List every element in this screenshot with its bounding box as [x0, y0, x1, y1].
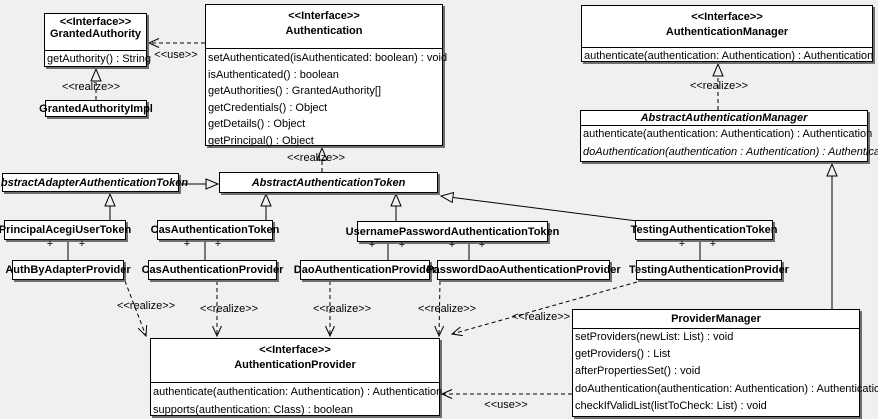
methods-compartment: setProviders(newList: List) : void getPr… — [573, 328, 878, 415]
class-abstract-authentication-token[interactable]: AbstractAuthenticationToken — [219, 172, 438, 193]
class-cas-authentication-token[interactable]: CasAuthenticationToken — [151, 220, 279, 240]
method: getAuthorities() : GrantedAuthority[] — [208, 85, 382, 97]
method: authenticate(authentication: Authenticat… — [584, 50, 874, 62]
association-end-plus: + — [183, 238, 191, 250]
methods-compartment: authenticate(authentication: Authenticat… — [582, 47, 874, 65]
class-name: CasAuthenticationToken — [150, 224, 280, 236]
method: afterPropertiesSet() : void — [575, 365, 701, 378]
class-header: ProviderManager — [573, 310, 859, 328]
method: authenticate(authentication: Authenticat… — [153, 386, 443, 398]
stereotype-label: <<Interface>> — [259, 344, 331, 356]
realize-label: <<realize>> — [199, 303, 259, 315]
association-end-plus: + — [368, 239, 376, 251]
edge-generalization-testingtoken-abstracttoken[interactable] — [441, 196, 638, 222]
realize-label: <<realize>> — [689, 80, 749, 92]
realize-label: <<realize>> — [61, 81, 121, 93]
class-name: CasAuthenticationProvider — [141, 264, 284, 276]
class-name: GrantedAuthority — [49, 28, 142, 40]
class-name: TestingAuthenticationProvider — [629, 264, 789, 276]
class-testing-authentication-provider[interactable]: TestingAuthenticationProvider — [629, 260, 789, 280]
method: getCredentials() : Object — [208, 101, 328, 114]
association-end-plus: + — [214, 238, 222, 250]
class-abstract-adapter-authentication-token[interactable]: AbstractAdapterAuthenticationToken — [0, 173, 188, 192]
realize-label: <<realize>> — [511, 311, 571, 323]
class-testing-authentication-token[interactable]: TestingAuthenticationToken — [631, 220, 777, 240]
class-authentication[interactable]: <<Interface>> Authentication setAuthenti… — [205, 4, 448, 149]
class-auth-by-adapter-provider[interactable]: AuthByAdapterProvider — [5, 260, 131, 280]
use-label: <<use>> — [154, 49, 198, 61]
realize-label: <<realize>> — [312, 303, 372, 315]
association-end-plus: + — [46, 238, 54, 250]
class-header: AbstractAuthenticationManager — [581, 111, 867, 125]
methods-compartment: setAuthenticated(isAuthenticated: boolea… — [206, 48, 448, 149]
edge-realize-passworddaoprovider[interactable] — [439, 280, 440, 336]
class-name: UsernamePasswordAuthenticationToken — [345, 225, 560, 238]
class-cas-authentication-provider[interactable]: CasAuthenticationProvider — [142, 260, 283, 280]
class-header: <<Interface>> Authentication — [206, 5, 442, 48]
association-end-plus: + — [398, 239, 406, 251]
class-name: PasswordDaoAuthenticationProvider — [426, 264, 621, 276]
method: authenticate(authentication: Authenticat… — [583, 128, 873, 140]
stereotype-label: <<Interface>> — [288, 10, 360, 22]
method: setAuthenticated(isAuthenticated: boolea… — [208, 52, 448, 64]
class-name: TestingAuthenticationToken — [630, 224, 778, 236]
class-name: AbstractAuthenticationManager — [640, 112, 808, 124]
class-granted-authority-impl[interactable]: GrantedAuthorityImpl — [39, 100, 153, 117]
method: doAuthentication(authentication: Authent… — [575, 382, 878, 395]
stereotype-label: <<Interface>> — [691, 11, 763, 23]
class-name: AuthenticationManager — [665, 26, 789, 38]
methods-compartment: getAuthority() : String — [45, 50, 151, 67]
method: getAuthority() : String — [47, 53, 151, 65]
class-dao-authentication-provider[interactable]: DaoAuthenticationProvider — [294, 260, 436, 280]
class-password-dao-authentication-provider[interactable]: PasswordDaoAuthenticationProvider — [426, 260, 621, 280]
method: supports(authentication: Class) : boolea… — [153, 404, 353, 416]
class-name: PrincipalAcegiUserToken — [0, 224, 132, 236]
class-name: AbstractAuthenticationToken — [251, 176, 406, 189]
method: checkIfValidList(listToCheck: List) : vo… — [575, 399, 767, 412]
realize-label: <<realize>> — [116, 300, 176, 312]
stereotype-label: <<Interface>> — [59, 16, 132, 28]
method: getProviders() : List — [575, 348, 671, 361]
class-provider-manager[interactable]: ProviderManager setProviders(newList: Li… — [572, 309, 878, 417]
method: getDetails() : Object — [208, 118, 306, 130]
class-authentication-provider[interactable]: <<Interface>> AuthenticationProvider aut… — [150, 338, 443, 419]
class-principal-acegi-user-token[interactable]: PrincipalAcegiUserToken — [0, 220, 131, 240]
class-name: ProviderManager — [671, 313, 761, 325]
method: isAuthenticated() : boolean — [208, 68, 339, 81]
association-end-plus: + — [709, 238, 717, 250]
class-granted-authority[interactable]: <<Interface>> GrantedAuthority getAuthor… — [44, 13, 151, 67]
class-name: AuthenticationProvider — [234, 359, 356, 371]
class-header: <<Interface>> GrantedAuthority — [45, 14, 146, 50]
class-header: <<Interface>> AuthenticationProvider — [151, 339, 439, 382]
class-abstract-authentication-manager[interactable]: AbstractAuthenticationManager authentica… — [580, 110, 878, 162]
class-name: AbstractAdapterAuthenticationToken — [0, 176, 189, 189]
class-name: AuthByAdapterProvider — [5, 264, 131, 276]
use-label: <<use>> — [484, 399, 528, 411]
class-name: DaoAuthenticationProvider — [293, 264, 437, 276]
class-header: <<Interface>> AuthenticationManager — [582, 6, 872, 47]
methods-compartment: authenticate(authentication: Authenticat… — [151, 382, 443, 419]
methods-compartment: authenticate(authentication: Authenticat… — [581, 125, 878, 161]
association-end-plus: + — [448, 239, 456, 251]
class-username-password-authentication-token[interactable]: UsernamePasswordAuthenticationToken — [346, 221, 559, 242]
class-name: Authentication — [285, 25, 363, 37]
edge-realize-authbyadapterprovider[interactable] — [124, 280, 146, 336]
method-abstract: doAuthentication(authentication : Authen… — [583, 145, 878, 158]
method: getPrincipal() : Object — [208, 134, 314, 147]
association-end-plus: + — [478, 239, 486, 251]
method: setProviders(newList: List) : void — [575, 331, 734, 343]
association-end-plus: + — [678, 238, 686, 250]
class-name: GrantedAuthorityImpl — [39, 102, 153, 115]
realize-label: <<realize>> — [286, 152, 346, 164]
realize-label: <<realize>> — [417, 303, 477, 315]
class-authentication-manager[interactable]: <<Interface>> AuthenticationManager auth… — [581, 5, 873, 62]
association-end-plus: + — [78, 238, 86, 250]
